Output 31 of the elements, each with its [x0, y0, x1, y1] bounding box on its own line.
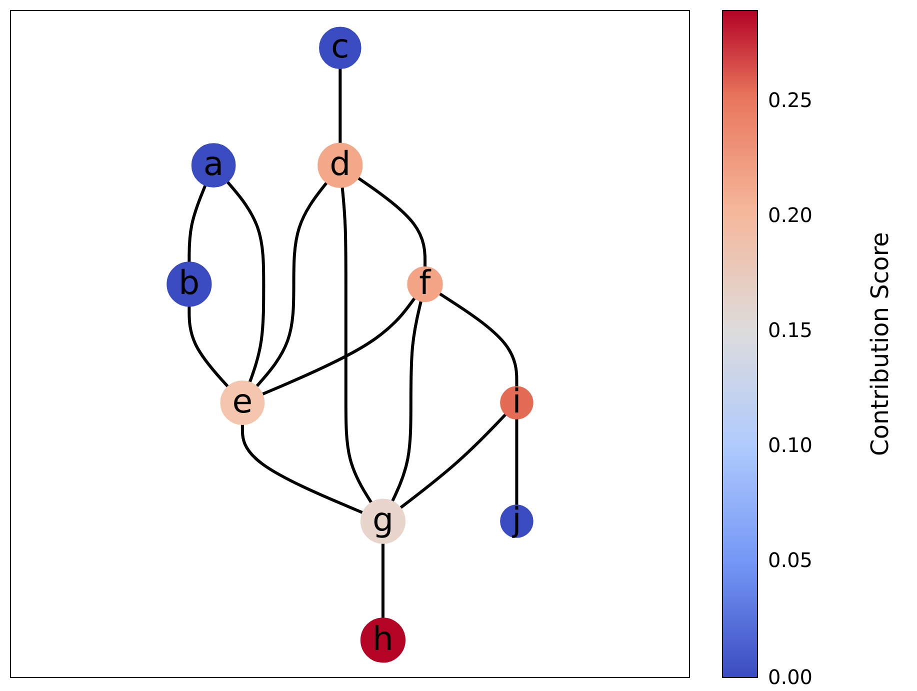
node-circle: j — [500, 504, 534, 538]
tick-label: 0.15 — [768, 318, 813, 342]
connector — [515, 418, 518, 506]
node-circle: c — [319, 26, 362, 70]
connector — [357, 176, 427, 268]
node-circle: a — [191, 143, 236, 188]
node-circle: d — [318, 142, 363, 188]
node-circle: g — [360, 498, 406, 544]
connector — [381, 543, 384, 618]
connector — [226, 180, 266, 384]
tick-label: 0.10 — [768, 433, 813, 457]
node-circle: b — [166, 262, 212, 307]
tick-label: 0.20 — [768, 203, 813, 227]
tick-label: 0.05 — [768, 548, 813, 572]
tick-label: 0.00 — [768, 665, 813, 689]
node-circle: f — [407, 266, 443, 302]
connector — [255, 182, 328, 388]
connector — [240, 424, 364, 514]
axis-title: Contribution Score — [866, 232, 894, 456]
node-circle: e — [220, 380, 265, 425]
connector — [188, 306, 230, 388]
connector — [438, 292, 518, 387]
node-circle: h — [360, 618, 406, 663]
tick-label: 0.25 — [768, 88, 813, 112]
connector — [338, 68, 342, 144]
connector — [399, 413, 507, 510]
connector — [188, 184, 207, 262]
connector — [340, 186, 373, 504]
connector — [262, 297, 416, 396]
node-circle: i — [500, 386, 534, 420]
connector — [390, 300, 423, 502]
